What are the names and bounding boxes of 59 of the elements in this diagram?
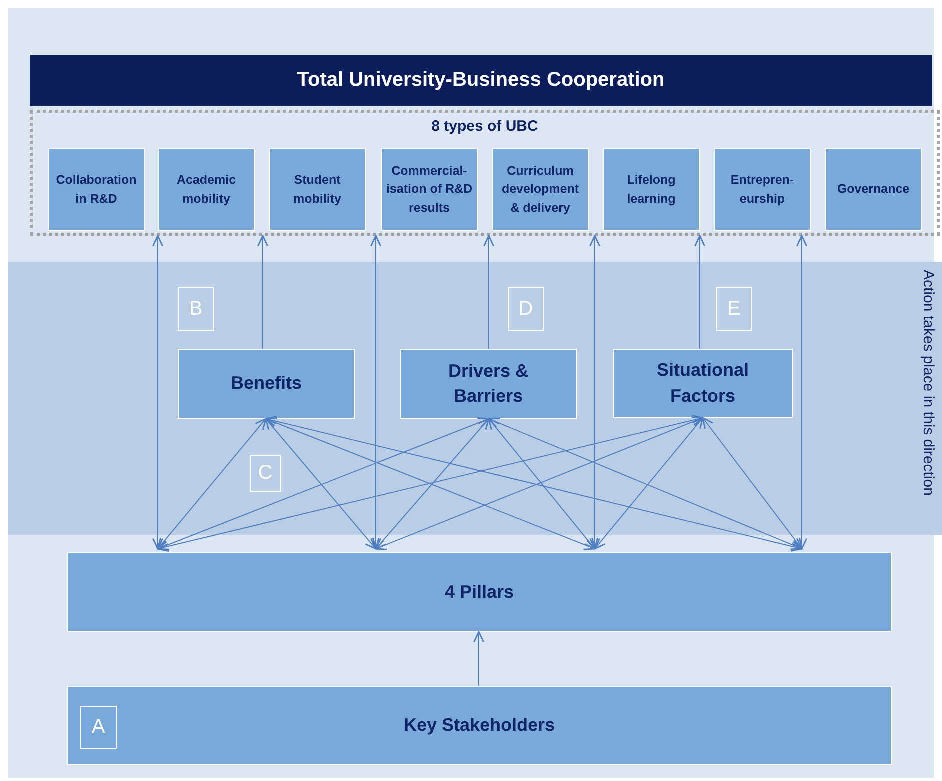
box-label: Commercial- isation of R&D results [385,163,474,217]
box-label: Benefits [230,372,302,396]
group-heading: 8 types of UBC [432,118,538,135]
arrow [796,235,808,550]
arrow [157,415,704,552]
bar-label: 4 Pillars [444,582,514,602]
box-label: Situational Factors [656,359,750,408]
box-label: Entrepren- eurship [730,172,796,208]
arrow [375,418,490,550]
arrow [265,418,596,550]
category-box [825,148,922,231]
marker-letter: E [727,298,741,320]
letter-marker [250,455,281,492]
marker-letter: B [189,298,203,320]
category-box [158,148,255,231]
layer-bar [67,552,892,632]
category-box [48,148,145,231]
factor-box [178,349,355,419]
arrow [488,418,596,550]
category-box [714,148,811,231]
factor-box [400,349,577,419]
arrow [488,418,803,550]
arrow [702,417,803,550]
arrow [157,418,267,550]
letter-marker [80,706,117,749]
arrow [375,416,704,550]
arrow [257,235,269,350]
arrow [152,235,164,550]
box-label: Drivers & Barriers [447,360,530,408]
dotted-group-frame [30,110,940,236]
box-label: Governance [837,181,910,198]
category-box [381,148,478,231]
category-box [269,148,366,231]
arrow [265,418,377,550]
marker-letter: C [258,462,273,485]
title-bar [30,55,932,106]
box-label: Lifelong learning [626,172,677,208]
bar-label: Key Stakeholders [404,715,556,736]
direction-note: Action takes place in this direction [920,270,937,496]
box-label: Curriculum development & delivery [500,163,580,217]
marker-letter: D [518,298,534,320]
letter-marker [508,287,544,331]
arrow [483,235,495,350]
box-label: Academic mobility [176,172,238,208]
arrow [265,416,803,552]
arrow [694,235,706,350]
arrow [473,631,485,686]
category-box [492,148,589,231]
box-label: Collaboration in R&D [55,172,138,208]
marker-letter: A [92,716,106,739]
letter-marker [178,287,214,331]
layer-bar [67,686,892,765]
arrow [157,418,490,550]
letter-marker [716,287,752,331]
category-box [603,148,700,231]
title-text: Total University-Business Cooperation [297,69,665,92]
factor-box [613,349,793,418]
box-label: Student mobility [292,172,342,208]
arrow [594,417,704,550]
